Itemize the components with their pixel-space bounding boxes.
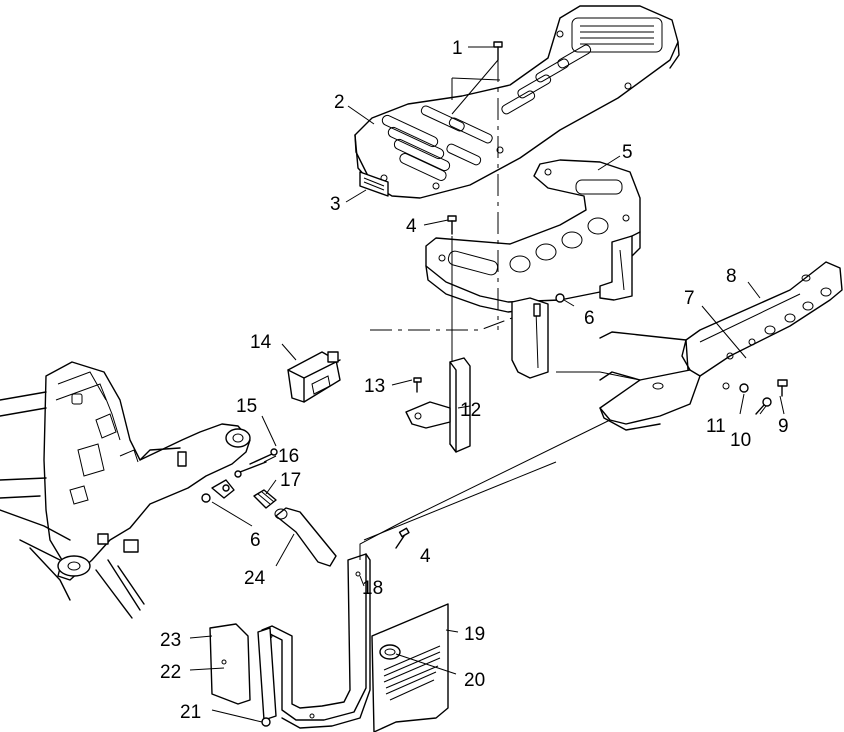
bolt-part-15 [249,448,278,465]
callout-7: 7 [684,288,695,309]
callout-2: 2 [334,92,345,113]
bolt-part-16 [234,461,267,478]
bolt-part-9 [777,379,788,397]
callout-11: 11 [706,416,726,437]
deck-slots [380,17,663,190]
callout-23: 23 [160,630,181,651]
plate-part-23 [209,623,251,705]
screw-part-13 [413,377,422,393]
nut-part-21 [261,717,271,727]
bracket-part-6-lower [201,479,235,503]
callout-13: 13 [364,376,385,397]
callout-17: 17 [280,470,301,491]
nut-part-6-upper [555,293,565,303]
rear-bumper [599,261,843,431]
callout-8: 8 [726,266,737,287]
mud-flap [371,603,449,732]
leader-lines [189,46,785,723]
callout-5: 5 [622,142,633,163]
callout-3: 3 [330,194,341,215]
callout-1: 1 [452,38,463,59]
callout-6-upper: 6 [584,308,595,329]
callout-10: 10 [730,430,751,451]
callout-19: 19 [464,624,485,645]
rack-frame [425,159,641,379]
bolt-part-4-upper [447,215,457,235]
bumper-holes [652,274,832,390]
callout-16: 16 [278,446,299,467]
callout-9: 9 [778,416,789,437]
callout-6-lower: 6 [250,530,261,551]
mud-flap-bracket [261,553,371,729]
logo-badge-part-20 [379,644,401,660]
callout-22: 22 [160,662,181,683]
callout-labels: 1 2 3 4 4 5 6 6 7 8 9 10 11 12 13 14 15 … [160,38,789,723]
frame-openings [438,168,630,276]
callout-14: 14 [250,332,272,353]
callout-21: 21 [180,702,201,723]
assembly-lines [359,59,641,560]
callout-4-lower: 4 [420,546,431,567]
bushing-part-17 [253,489,277,509]
chassis-frame [0,361,251,619]
callout-20: 20 [464,670,485,691]
support-bracket [405,357,471,453]
bolt-part-1 [493,41,503,61]
bolt-part-10 [755,397,772,415]
callout-15: 15 [236,396,257,417]
reflector-part-3 [359,171,389,197]
callout-4-upper: 4 [406,216,417,237]
callout-18: 18 [362,578,383,599]
callout-12: 12 [460,400,481,421]
strip-part-22 [257,627,277,721]
washer-part-11 [739,383,749,393]
tube-bracket-part-24 [274,507,337,567]
callout-24: 24 [244,568,266,589]
bolt-part-4-lower [395,527,410,549]
rear-rack-deck [354,5,680,199]
taillight [287,351,341,403]
